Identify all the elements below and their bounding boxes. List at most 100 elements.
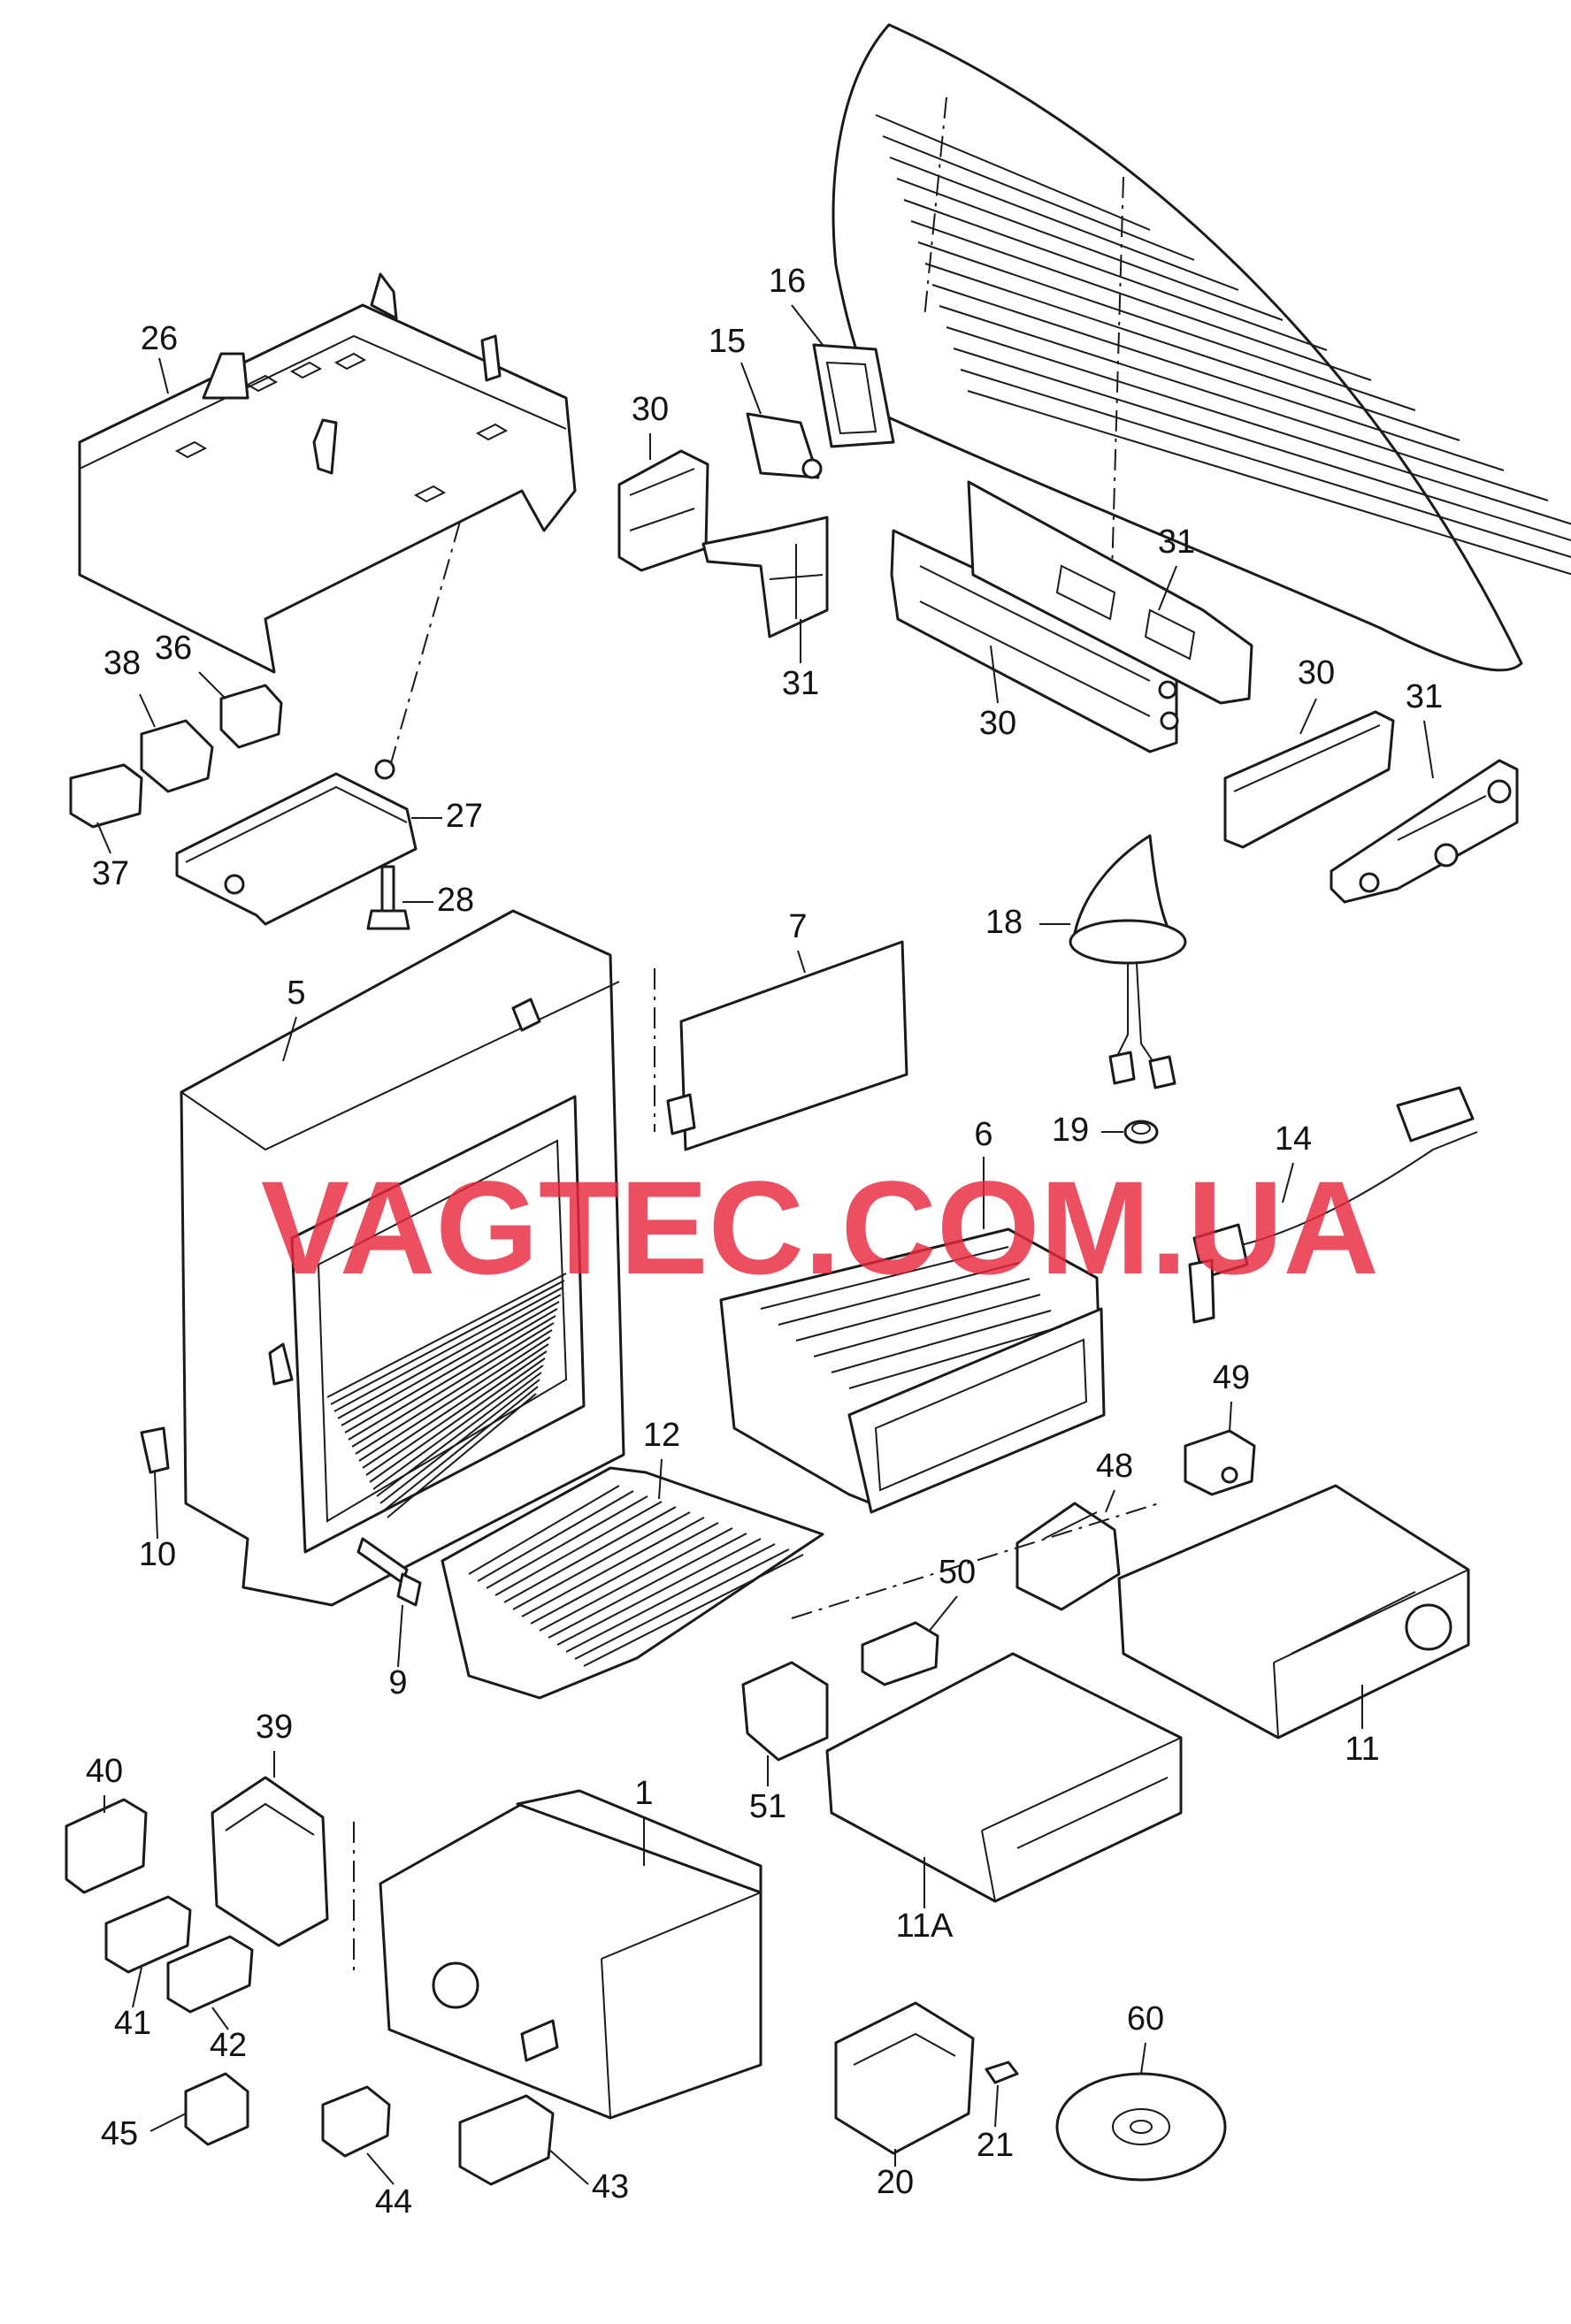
callout-31: 31 (782, 665, 819, 702)
connector-51 (741, 1661, 829, 1762)
navigation-disc-60 (1055, 2072, 1227, 2182)
callout-26: 26 (141, 320, 178, 357)
adapter-48 (1015, 1502, 1121, 1611)
callout-9: 9 (388, 1664, 407, 1701)
rear-window-antenna-grid (831, 23, 1571, 672)
leader-21 (994, 2084, 999, 2128)
main-unit-1 (379, 1789, 763, 2120)
connector-42 (166, 1935, 254, 2014)
leader-48 (1105, 1489, 1115, 1513)
leader-44 (366, 2152, 395, 2185)
callout-30: 30 (632, 391, 669, 428)
amplifier-module-30a (617, 449, 709, 572)
callout-42: 42 (210, 2027, 247, 2064)
callout-50: 50 (939, 1554, 976, 1591)
clip-10 (140, 1426, 170, 1474)
callout-6: 6 (974, 1116, 992, 1153)
leader-26 (158, 357, 169, 394)
amplifier-module-30c (1223, 710, 1395, 849)
callout-7: 7 (788, 908, 807, 945)
bracket-frame-16 (812, 343, 895, 448)
callout-19: 19 (1052, 1112, 1089, 1149)
bracket-31c (1330, 759, 1519, 904)
callout-16: 16 (769, 263, 806, 300)
callout-15: 15 (709, 323, 746, 360)
bolt-9 (356, 1537, 422, 1607)
callout-1: 1 (634, 1775, 653, 1812)
callout-39: 39 (256, 1709, 293, 1746)
switch-unit-20 (834, 2001, 975, 2155)
leader-43 (548, 2148, 589, 2185)
grommet-19 (1123, 1120, 1159, 1144)
leader-15 (740, 362, 762, 415)
connector-43 (458, 2094, 555, 2186)
connector-36 (219, 684, 283, 749)
leader-60 (1140, 2042, 1146, 2075)
leader-16 (791, 304, 824, 346)
callout-18: 18 (985, 904, 1023, 941)
callout-11A: 11A (896, 1907, 954, 1945)
callout-11: 11 (1345, 1731, 1379, 1768)
roof-antenna-18 (1069, 834, 1187, 1089)
callout-21: 21 (977, 2127, 1014, 2164)
navigation-unit-11 (1117, 1484, 1470, 1739)
leader-36 (198, 671, 226, 699)
leader-41 (132, 1967, 142, 2008)
leader-37 (96, 822, 111, 854)
callout-43: 43 (592, 2168, 629, 2206)
callout-41: 41 (114, 2005, 151, 2042)
label-card-7 (666, 940, 908, 1151)
callout-27: 27 (446, 798, 483, 835)
callout-45: 45 (101, 2115, 138, 2152)
callout-10: 10 (139, 1536, 176, 1573)
callout-14: 14 (1275, 1120, 1312, 1158)
antenna-cable-14 (1188, 1086, 1478, 1324)
callout-38: 38 (103, 645, 141, 682)
callout-36: 36 (155, 630, 192, 667)
floor-mat-12 (441, 1466, 824, 1700)
connector-37 (69, 763, 143, 829)
watermark: VAGTEC.COM.UA (261, 1153, 1379, 1302)
amplifier-strip-30b (890, 529, 1179, 753)
callout-60: 60 (1127, 2000, 1164, 2037)
screw-28 (366, 865, 410, 930)
frame-housing-5 (180, 909, 625, 1607)
connector-housing-39 (211, 1776, 329, 1947)
leader-7 (797, 950, 806, 974)
leader-31 (1423, 720, 1434, 779)
leader-14 (1282, 1162, 1294, 1204)
connector-50 (861, 1621, 939, 1686)
callout-37: 37 (92, 855, 129, 892)
connector-45 (184, 2072, 249, 2146)
leader-10 (154, 1472, 158, 1540)
callout-31: 31 (1406, 678, 1443, 715)
leader-38 (139, 693, 156, 728)
connector-49 (1184, 1429, 1256, 1496)
leader-31 (1158, 565, 1177, 611)
callout-leaders (96, 304, 1434, 2185)
leader-50 (928, 1595, 958, 1632)
radio-cd-unit-11A (825, 1652, 1183, 1903)
control-unit-27 (175, 759, 418, 926)
connector-40 (65, 1798, 148, 1894)
callout-30: 30 (979, 705, 1016, 742)
leader-5 (282, 1016, 297, 1062)
callout-5: 5 (287, 975, 305, 1012)
callout-31: 31 (1158, 524, 1195, 561)
callout-12: 12 (643, 1417, 680, 1454)
connector-44 (321, 2085, 391, 2158)
leader-45 (149, 2113, 187, 2132)
bracket-31a (701, 516, 829, 638)
callout-20: 20 (877, 2164, 914, 2201)
leader-42 (211, 2007, 229, 2030)
callout-40: 40 (86, 1753, 123, 1790)
callout-28: 28 (437, 882, 474, 919)
leader-30 (990, 645, 999, 704)
callout-30: 30 (1298, 654, 1335, 692)
connector-41 (104, 1895, 192, 1974)
callout-44: 44 (375, 2183, 412, 2221)
radio-mounting-frame-6 (719, 1227, 1106, 1514)
cover-tray-26 (78, 272, 577, 674)
